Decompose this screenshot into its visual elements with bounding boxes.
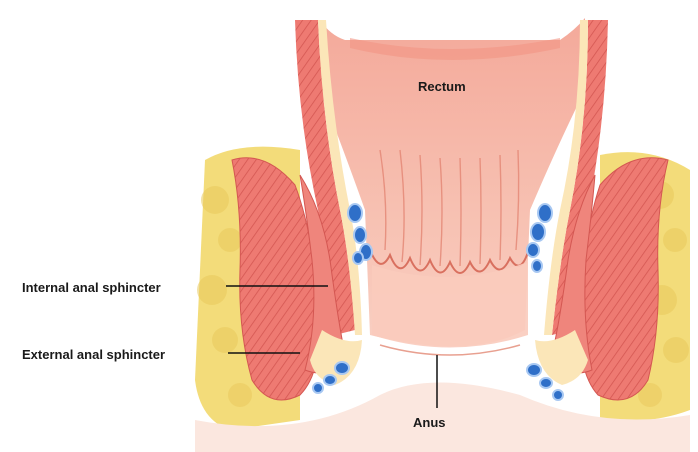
anus-label: Anus [413,415,446,430]
internal-anal-sphincter-label: Internal anal sphincter [22,280,161,295]
external-anal-sphincter-label: External anal sphincter [22,347,165,362]
rectum-label: Rectum [418,79,466,94]
